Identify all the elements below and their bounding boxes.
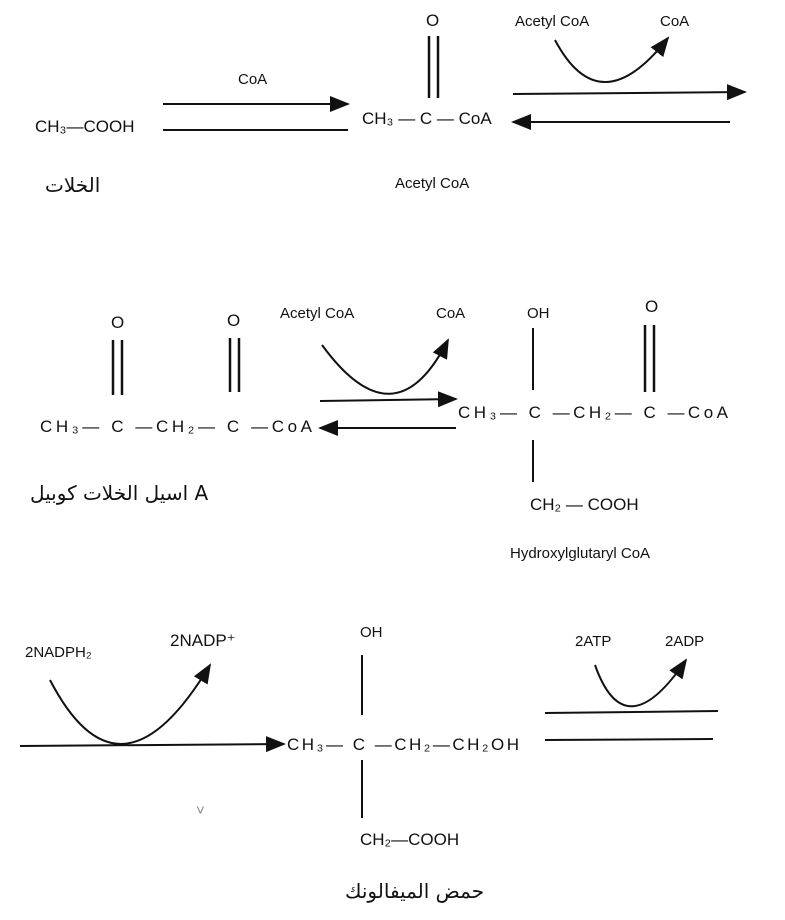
curved-cofactor-arrow bbox=[321, 338, 449, 395]
atp-label: 2ATP bbox=[575, 633, 611, 650]
cofactor-out-label: CoA bbox=[660, 13, 689, 30]
curved-cofactor-arrow bbox=[594, 658, 688, 708]
cofactor-in-label: Acetyl CoA bbox=[280, 305, 354, 322]
cofactor-in-label: Acetyl CoA bbox=[515, 13, 589, 30]
acetoacetyl-coa-arabic-label: اسيل الخلات كوبيل A bbox=[30, 481, 208, 505]
acac-oxygen-1: O bbox=[111, 313, 124, 332]
acetylcoa-name: Acetyl CoA bbox=[395, 175, 469, 192]
cofactor-out-label: CoA bbox=[436, 305, 465, 322]
reverse-line bbox=[544, 738, 714, 741]
hmg-oxygen: O bbox=[645, 297, 658, 316]
acetylcoa-oxygen: O bbox=[426, 11, 439, 30]
nadp-label: 2NADP⁺ bbox=[170, 631, 236, 650]
nadph-label: 2NADPH₂ bbox=[25, 644, 92, 661]
acac-oxygen-2: O bbox=[227, 311, 240, 330]
adp-label: 2ADP bbox=[665, 633, 704, 650]
forward-arrow bbox=[19, 736, 286, 753]
mevalonate-branch: CH₂—COOH bbox=[360, 830, 459, 849]
hmg-coa-name: Hydroxylglutaryl CoA bbox=[510, 545, 650, 562]
forward-line bbox=[544, 710, 719, 714]
curved-cofactor-arrow bbox=[49, 663, 212, 745]
arrow1-label: CoA bbox=[238, 71, 267, 88]
scan-speck: ˅ bbox=[196, 802, 205, 819]
acetate-formula: CH₃—COOH bbox=[35, 117, 134, 136]
hmg-hydroxyl: OH bbox=[527, 305, 550, 322]
forward-arrow bbox=[319, 391, 458, 408]
acetoacetyl-coa-formula: CH₃— C —CH₂— C —CoA bbox=[40, 417, 313, 436]
mevalonate-hydroxyl: OH bbox=[360, 624, 383, 641]
acetylcoa-formula: CH₃ — C — CoA bbox=[362, 109, 492, 128]
mevalonate-formula: CH₃— C —CH₂—CH₂OH bbox=[287, 735, 519, 754]
acetate-arabic-label: الخلات bbox=[45, 173, 100, 197]
hmg-coa-formula: CH₃— C —CH₂— C —CoA bbox=[458, 403, 729, 422]
hmg-branch: CH₂ — COOH bbox=[530, 495, 639, 514]
mevalonic-acid-arabic-label: حمض الميفالونك bbox=[345, 879, 484, 903]
curved-cofactor-arrow bbox=[554, 36, 670, 83]
forward-arrow bbox=[512, 84, 747, 101]
